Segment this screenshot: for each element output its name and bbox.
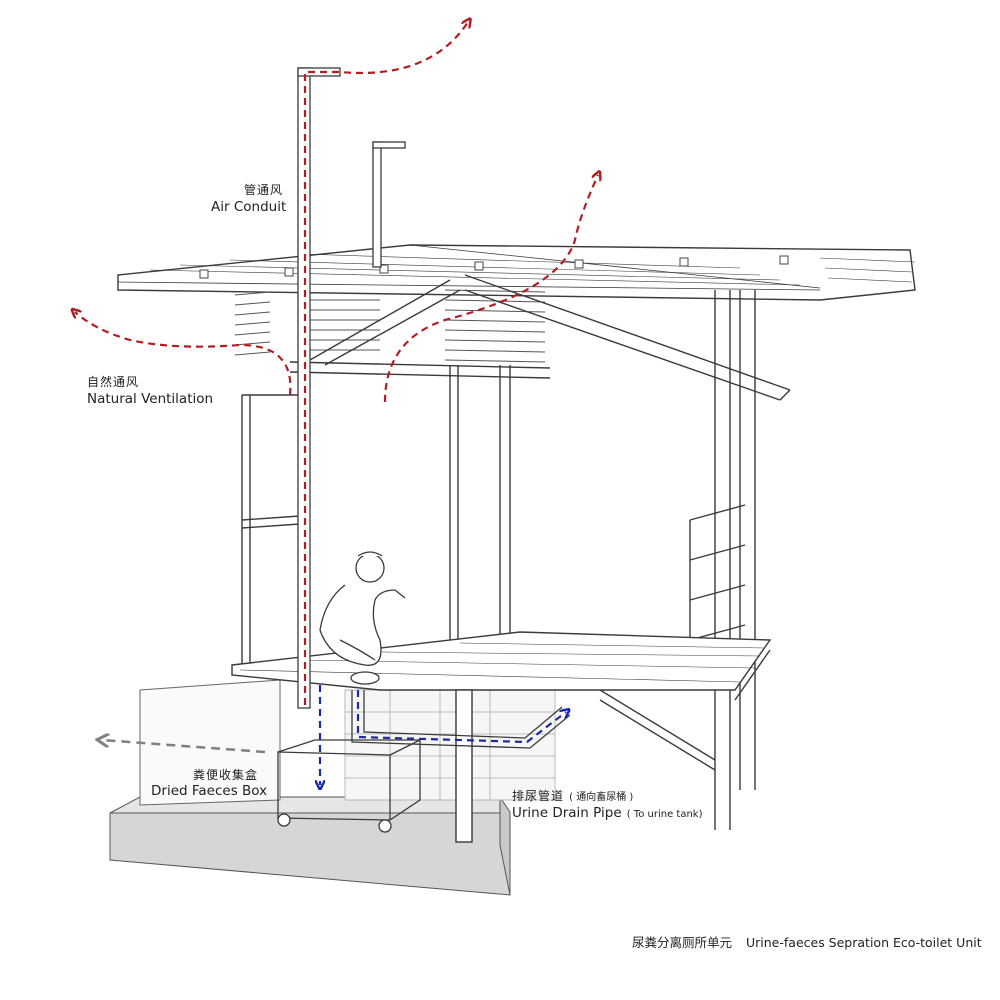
urine-pipe-label-en-note: ( To urine tank) [626, 809, 703, 820]
urine-pipe-label-zh: 排尿管道 [512, 789, 565, 803]
faeces-box-label-en: Dried Faeces Box [151, 783, 268, 799]
ventilation-label-zh: 自然通风 [87, 375, 140, 389]
roof-purlins [199, 255, 789, 279]
wall-panel-cutaway [139, 679, 281, 806]
squatting-person [319, 551, 406, 666]
ventilation-left-arrow [75, 312, 292, 396]
box-removal-arrow [102, 740, 266, 754]
urine-drain-pipe [350, 671, 571, 749]
urine-pipe-label-zh-note: ( 通向畜尿桶 ) [569, 792, 634, 803]
air-conduit-label-en: Air Conduit [211, 199, 287, 215]
faeces-box [277, 739, 421, 833]
urine-flow-arrow [356, 690, 566, 744]
floor-supports [455, 649, 771, 843]
ventilation-label-en: Natural Ventilation [87, 391, 214, 407]
floor-platform [231, 631, 772, 691]
air-conduit-flow-arrow [303, 22, 468, 705]
caption-en: Urine-faeces Sepration Eco-toilet Unit [746, 935, 982, 950]
airflow-arrows [75, 22, 598, 705]
air-conduit-label-zh: 管通风 [244, 183, 284, 197]
urine-pipe-label-zh-row: 排尿管道 ( 通向畜尿桶 ) [512, 785, 633, 804]
waste-flow-arrows [320, 685, 566, 785]
ventilation-right-arrow [383, 175, 598, 403]
urine-pipe-label-en-row: Urine Drain Pipe ( To urine tank) [512, 802, 702, 821]
louvers [234, 289, 546, 363]
ground-foundation [109, 795, 511, 896]
faeces-box-label-zh: 粪便收集盒 [193, 768, 259, 782]
figure-caption: 尿粪分离厕所单元 Urine-faeces Sepration Eco-toil… [632, 932, 992, 951]
urine-pipe-label-en: Urine Drain Pipe [512, 805, 622, 821]
caption-zh: 尿粪分离厕所单元 [632, 935, 733, 950]
roof [117, 244, 916, 301]
structure-frame [241, 274, 791, 830]
